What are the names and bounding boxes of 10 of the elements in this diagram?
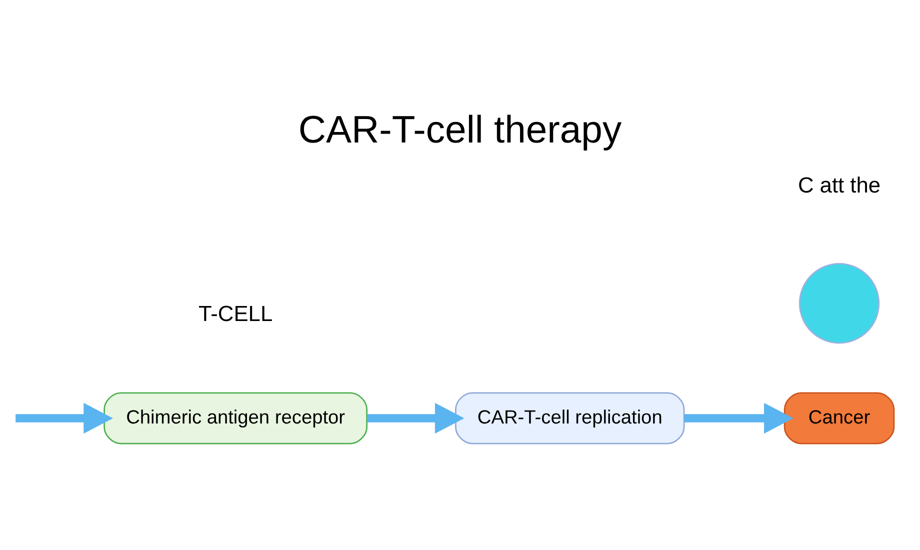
arrow: [684, 402, 794, 434]
label: T-CELL: [198, 300, 273, 326]
node-box: Chimeric antigen receptor: [104, 392, 368, 444]
node-circle: [798, 263, 880, 344]
label: C att the: [798, 172, 881, 198]
node-box: Cancer: [784, 392, 895, 444]
node-box: CAR-T-cell replication: [455, 392, 685, 444]
diagram-title: CAR-T-cell therapy: [298, 108, 622, 152]
arrow: [16, 402, 113, 434]
arrow: [367, 402, 464, 434]
